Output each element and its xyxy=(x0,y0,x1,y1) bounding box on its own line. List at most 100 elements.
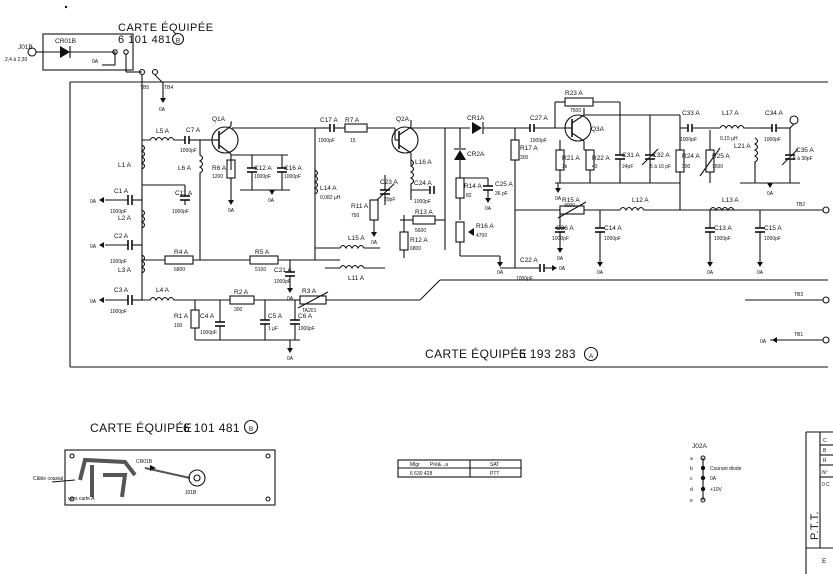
table-header-1: Mlgr xyxy=(410,462,420,468)
terminal-tb5: TB5 xyxy=(140,85,149,91)
svg-text:7500: 7500 xyxy=(712,164,723,170)
capacitor-c7-label: C7 A xyxy=(186,127,201,134)
svg-text:6800: 6800 xyxy=(174,267,185,273)
svg-text:0A: 0A xyxy=(557,256,564,262)
card-b-ground: 0A xyxy=(92,59,99,65)
pcb-cable-label: Câble coaxial xyxy=(33,476,63,482)
svg-text:1000pF: 1000pF xyxy=(284,174,301,180)
svg-text:20pF: 20pF xyxy=(384,197,395,203)
resistor-r15-label: R15 A xyxy=(562,197,580,204)
table-header-2: Pré&...a xyxy=(430,462,448,468)
inductor-l5-label: L5 A xyxy=(156,128,170,135)
resistor-r5-label: R5 A xyxy=(255,249,270,256)
resistor-r4-label: R4 A xyxy=(174,249,189,256)
j02-pinout xyxy=(700,455,706,503)
bottom-card-number: 6 101 481 xyxy=(183,421,240,435)
resistor-r23-symbol xyxy=(564,97,594,107)
resistor-r7-symbol xyxy=(344,123,368,133)
svg-text:1000pF: 1000pF xyxy=(172,209,189,215)
inductor-l5-symbol xyxy=(142,136,185,142)
svg-text:0A: 0A xyxy=(597,270,604,276)
capacitor-c6-label: C6 A xyxy=(298,313,313,320)
left-capacitors xyxy=(99,195,142,305)
capacitor-c32-label: C32 A xyxy=(652,152,670,159)
pcb-diode-label: CR01B xyxy=(136,459,153,465)
svg-text:36 pF: 36 pF xyxy=(495,191,508,197)
svg-text:1000pF: 1000pF xyxy=(110,309,127,315)
capacitor-c34-label: C34 A xyxy=(765,110,783,117)
svg-text:B: B xyxy=(823,448,827,454)
svg-text:1000pF: 1000pF xyxy=(604,236,621,242)
svg-text:0A: 0A xyxy=(90,199,97,205)
j02-pin-d-label: +10V xyxy=(710,487,722,493)
svg-text:0A: 0A xyxy=(159,107,166,113)
resistor-r7-label: R7 A xyxy=(345,117,360,124)
inductor-l4-symbol xyxy=(142,296,190,302)
capacitor-c21-label: C21 A xyxy=(274,267,292,274)
resistor-r11-symbol xyxy=(369,199,379,221)
resistor-r1-label: R1 A xyxy=(174,313,189,320)
j02-pin-d: d xyxy=(690,487,693,493)
svg-text:1000pF: 1000pF xyxy=(254,174,271,180)
transistor-q2-label: Q2A xyxy=(396,116,410,123)
svg-text:1000pF: 1000pF xyxy=(298,326,315,332)
spine-inductors xyxy=(140,144,146,274)
svg-text:5 à 16 pF: 5 à 16 pF xyxy=(650,164,671,170)
svg-text:1000pF: 1000pF xyxy=(516,276,533,282)
svg-text:0A: 0A xyxy=(559,266,566,272)
terminal-tb1: TB1 xyxy=(794,332,803,338)
svg-text:300: 300 xyxy=(520,155,529,161)
inductor-l13-label: L13 A xyxy=(722,197,739,204)
terminal-tb2: TB2 xyxy=(796,202,805,208)
svg-text:1000pF: 1000pF xyxy=(110,259,127,265)
diode-cr2-label: CR2A xyxy=(467,151,485,158)
transistor-q2-symbol xyxy=(391,122,419,165)
inductor-l17-label: L17 A xyxy=(722,110,739,117)
svg-text:0A: 0A xyxy=(90,299,97,305)
svg-text:1000pF: 1000pF xyxy=(680,137,697,143)
svg-text:1k: 1k xyxy=(562,164,568,170)
capacitor-c16-label: C16 A xyxy=(284,165,302,172)
capacitor-c23-label: C23 A xyxy=(380,179,398,186)
inductor-l12-symbol xyxy=(619,206,680,212)
card-b-variant: B xyxy=(176,38,180,45)
inductor-l4-label: L4 A xyxy=(156,287,170,294)
resistor-r12-label: R12 A xyxy=(410,237,428,244)
resistor-r16-label: R16 A xyxy=(476,223,494,230)
table-value-2: PTT xyxy=(490,471,499,477)
pcb-connector-j01b xyxy=(188,469,206,487)
svg-text:0A: 0A xyxy=(555,196,562,202)
resistor-r14-label: R14 A xyxy=(464,183,482,190)
card-a-title: CARTE ÉQUIPÉE xyxy=(425,346,527,361)
card-a-variant-circle xyxy=(583,346,599,362)
svg-text:1000pF: 1000pF xyxy=(110,209,127,215)
inductor-l6-label: L6 A xyxy=(178,165,192,172)
bottom-card-variant: B xyxy=(249,426,253,433)
svg-text:5600: 5600 xyxy=(415,228,426,234)
capacitor-c22-label: C22 A xyxy=(520,257,538,264)
j02-pin-c-label: 0A xyxy=(710,476,717,482)
pcb-trace xyxy=(78,457,137,481)
resistor-r24-label: R24 A xyxy=(682,153,700,160)
svg-text:Nº: Nº xyxy=(822,470,828,476)
j02-pin-b-label: Courant diode xyxy=(710,466,742,472)
svg-text:0A: 0A xyxy=(767,191,774,197)
svg-text:0A: 0A xyxy=(757,270,764,276)
svg-text:0A: 0A xyxy=(228,208,235,214)
card-b-box: CARTE ÉQUIPÉE 6 101 481 B CR01B 0A J01B … xyxy=(5,21,213,72)
diode-cr01b-label: CR01B xyxy=(55,38,76,45)
resistor-r16-symbol xyxy=(455,221,465,243)
inductor-l14-symbol xyxy=(313,169,319,195)
svg-text:TA201: TA201 xyxy=(302,308,317,314)
resistor-r5-symbol xyxy=(249,255,279,265)
svg-text:1000pF: 1000pF xyxy=(764,236,781,242)
resistor-r2-label: R2 A xyxy=(234,289,249,296)
svg-text:1000pF: 1000pF xyxy=(714,236,731,242)
resistor-r13-label: R13 A xyxy=(415,209,433,216)
card-a-boundary xyxy=(69,81,828,368)
terminal-tb3: TB3 xyxy=(794,292,803,298)
bottom-card-title: CARTE ÉQUIPÉE xyxy=(90,420,192,435)
capacitor-c31-label: C31 A xyxy=(622,152,640,159)
svg-text:C: C xyxy=(823,438,827,444)
capacitor-c12-label: C12 A xyxy=(254,165,272,172)
